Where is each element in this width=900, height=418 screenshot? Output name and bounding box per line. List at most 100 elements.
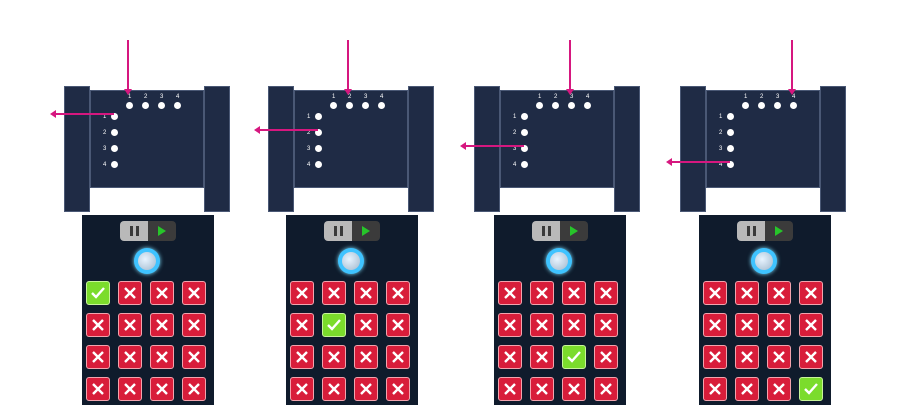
grid-cell-r3c2[interactable] bbox=[118, 345, 142, 369]
row-dot-2 bbox=[111, 129, 118, 136]
grid-cell-r2c3[interactable] bbox=[562, 313, 586, 337]
grid-cell-r3c2[interactable] bbox=[735, 345, 759, 369]
play-pause-toggle[interactable] bbox=[532, 221, 588, 241]
grid-cell-r4c4[interactable] bbox=[386, 377, 410, 401]
grid-cell-r1c4[interactable] bbox=[799, 281, 823, 305]
col-label-2: 2 bbox=[760, 94, 764, 100]
grid-cell-r4c3[interactable] bbox=[150, 377, 174, 401]
grid-cell-r4c3[interactable] bbox=[562, 377, 586, 401]
grid-cell-r1c3[interactable] bbox=[150, 281, 174, 305]
play-icon[interactable] bbox=[560, 221, 588, 241]
grid-cell-r3c1[interactable] bbox=[86, 345, 110, 369]
grid-cell-r2c2[interactable] bbox=[118, 313, 142, 337]
grid-cell-r4c1[interactable] bbox=[498, 377, 522, 401]
grid-cell-r4c2[interactable] bbox=[735, 377, 759, 401]
col-dot-3 bbox=[774, 102, 781, 109]
grid-cell-r2c4[interactable] bbox=[182, 313, 206, 337]
grid-cell-r4c3[interactable] bbox=[767, 377, 791, 401]
row-label-2: 2 bbox=[307, 130, 311, 136]
grid-cell-r1c1[interactable] bbox=[498, 281, 522, 305]
dial-knob-icon[interactable] bbox=[546, 248, 572, 274]
pause-icon[interactable] bbox=[120, 221, 148, 241]
grid-cell-r1c2[interactable] bbox=[530, 281, 554, 305]
grid-cell-r1c3[interactable] bbox=[562, 281, 586, 305]
grid-cell-r1c3[interactable] bbox=[767, 281, 791, 305]
play-pause-toggle[interactable] bbox=[737, 221, 793, 241]
grid-cell-r4c1[interactable] bbox=[86, 377, 110, 401]
grid-cell-r1c4[interactable] bbox=[386, 281, 410, 305]
grid-cell-r4c2[interactable] bbox=[118, 377, 142, 401]
grid-cell-r4c4[interactable] bbox=[594, 377, 618, 401]
grid-cell-r2c2[interactable] bbox=[322, 313, 346, 337]
row-label-1: 1 bbox=[719, 114, 723, 120]
grid-cell-r1c2[interactable] bbox=[118, 281, 142, 305]
device-right-cap bbox=[408, 86, 434, 212]
grid-cell-r4c2[interactable] bbox=[530, 377, 554, 401]
dial-knob-icon[interactable] bbox=[134, 248, 160, 274]
device-4: 1 2 3 4 1 2 3 4 bbox=[680, 86, 846, 212]
play-pause-toggle[interactable] bbox=[120, 221, 176, 241]
grid-cell-r2c2[interactable] bbox=[530, 313, 554, 337]
grid-cell-r3c1[interactable] bbox=[498, 345, 522, 369]
row-indicator-arrow bbox=[460, 142, 466, 150]
grid-cell-r3c4[interactable] bbox=[182, 345, 206, 369]
grid-cell-r2c1[interactable] bbox=[86, 313, 110, 337]
device-screen: 1 2 3 4 1 2 3 4 bbox=[500, 90, 614, 188]
play-icon[interactable] bbox=[765, 221, 793, 241]
pause-icon[interactable] bbox=[324, 221, 352, 241]
dial-knob-icon[interactable] bbox=[338, 248, 364, 274]
grid-cell-r3c3[interactable] bbox=[562, 345, 586, 369]
row-dot-4 bbox=[521, 161, 528, 168]
grid-cell-r3c2[interactable] bbox=[530, 345, 554, 369]
grid-cell-r2c1[interactable] bbox=[290, 313, 314, 337]
grid-cell-r1c4[interactable] bbox=[182, 281, 206, 305]
grid-cell-r2c4[interactable] bbox=[386, 313, 410, 337]
grid-cell-r2c3[interactable] bbox=[767, 313, 791, 337]
row-indicator-arrow bbox=[666, 158, 672, 166]
cell-grid bbox=[290, 281, 414, 401]
grid-cell-r3c3[interactable] bbox=[767, 345, 791, 369]
grid-cell-r4c2[interactable] bbox=[322, 377, 346, 401]
grid-cell-r2c3[interactable] bbox=[150, 313, 174, 337]
grid-cell-r4c1[interactable] bbox=[290, 377, 314, 401]
pause-icon[interactable] bbox=[532, 221, 560, 241]
grid-cell-r3c3[interactable] bbox=[150, 345, 174, 369]
dial-knob-icon[interactable] bbox=[751, 248, 777, 274]
play-icon[interactable] bbox=[352, 221, 380, 241]
grid-cell-r2c1[interactable] bbox=[703, 313, 727, 337]
play-icon[interactable] bbox=[148, 221, 176, 241]
grid-cell-r1c1[interactable] bbox=[290, 281, 314, 305]
grid-cell-r2c4[interactable] bbox=[799, 313, 823, 337]
phone-3 bbox=[494, 215, 626, 405]
column-indicator-arrow bbox=[124, 89, 132, 95]
row-label-2: 2 bbox=[719, 130, 723, 136]
grid-cell-r3c1[interactable] bbox=[703, 345, 727, 369]
grid-cell-r1c3[interactable] bbox=[354, 281, 378, 305]
row-label-4: 4 bbox=[719, 162, 723, 168]
grid-cell-r4c3[interactable] bbox=[354, 377, 378, 401]
grid-cell-r2c3[interactable] bbox=[354, 313, 378, 337]
grid-cell-r3c4[interactable] bbox=[594, 345, 618, 369]
play-pause-toggle[interactable] bbox=[324, 221, 380, 241]
grid-cell-r3c2[interactable] bbox=[322, 345, 346, 369]
pause-icon[interactable] bbox=[737, 221, 765, 241]
grid-cell-r4c4[interactable] bbox=[799, 377, 823, 401]
grid-cell-r2c2[interactable] bbox=[735, 313, 759, 337]
grid-cell-r3c1[interactable] bbox=[290, 345, 314, 369]
grid-cell-r3c4[interactable] bbox=[386, 345, 410, 369]
grid-cell-r1c4[interactable] bbox=[594, 281, 618, 305]
grid-cell-r3c4[interactable] bbox=[799, 345, 823, 369]
grid-cell-r2c1[interactable] bbox=[498, 313, 522, 337]
row-label-1: 1 bbox=[307, 114, 311, 120]
grid-cell-r2c4[interactable] bbox=[594, 313, 618, 337]
row-indicator-arrow bbox=[254, 126, 260, 134]
grid-cell-r1c1[interactable] bbox=[86, 281, 110, 305]
grid-cell-r1c2[interactable] bbox=[322, 281, 346, 305]
row-indicator-line bbox=[466, 145, 524, 147]
grid-cell-r3c3[interactable] bbox=[354, 345, 378, 369]
grid-cell-r4c4[interactable] bbox=[182, 377, 206, 401]
col-dot-2 bbox=[552, 102, 559, 109]
grid-cell-r4c1[interactable] bbox=[703, 377, 727, 401]
grid-cell-r1c2[interactable] bbox=[735, 281, 759, 305]
grid-cell-r1c1[interactable] bbox=[703, 281, 727, 305]
